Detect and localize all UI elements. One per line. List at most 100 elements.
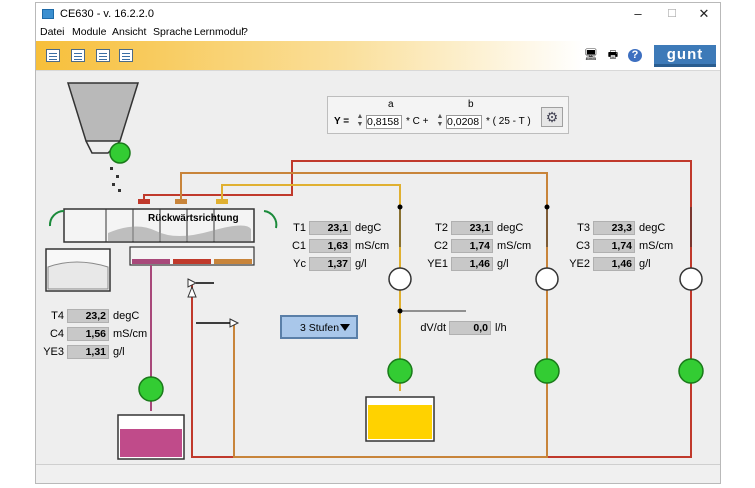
chevron-down-icon bbox=[340, 324, 350, 331]
c4-value: 1,56 bbox=[67, 327, 109, 341]
app-window: CE630 - v. 16.2.2.0 – ☐ ✕ Datei Module A… bbox=[35, 2, 721, 484]
c2-label: C2 bbox=[433, 240, 448, 252]
yc-label: Yc bbox=[293, 258, 306, 270]
yc-unit: g/l bbox=[355, 258, 367, 270]
t1-label: T1 bbox=[293, 222, 306, 234]
ye3-label: YE3 bbox=[43, 346, 64, 358]
pump-2-icon[interactable] bbox=[534, 358, 560, 384]
t2-value: 23,1 bbox=[451, 221, 493, 235]
menu-module[interactable]: Module bbox=[72, 26, 107, 38]
ye2-unit: g/l bbox=[639, 258, 651, 270]
pump-3-icon[interactable] bbox=[678, 358, 704, 384]
heat-exchanger-3-icon bbox=[679, 267, 703, 291]
formula-a-label: a bbox=[388, 99, 394, 110]
t2-label: T2 bbox=[435, 222, 448, 234]
process-diagram: Rückwärtsrichtung Y = a ▲▼ 0,8158 * C + … bbox=[36, 71, 720, 464]
ye2-value: 1,46 bbox=[593, 257, 635, 271]
t3-label: T3 bbox=[577, 222, 590, 234]
c1-value: 1,63 bbox=[309, 239, 351, 253]
yc-value: 1,37 bbox=[309, 257, 351, 271]
pump-1-icon[interactable] bbox=[387, 358, 413, 384]
heat-exchanger-1-icon bbox=[388, 267, 412, 291]
menu-datei[interactable]: Datei bbox=[40, 26, 65, 38]
help-icon[interactable]: ? bbox=[628, 49, 642, 62]
status-bar bbox=[36, 464, 720, 483]
b-coefficient-input[interactable]: 0,0208 bbox=[446, 115, 482, 129]
solids-hopper bbox=[66, 82, 140, 142]
menu-bar: Datei Module Ansicht Sprache Lernmodul ? bbox=[36, 25, 720, 41]
extract-pump-icon[interactable] bbox=[138, 376, 164, 402]
c2-unit: mS/cm bbox=[497, 240, 532, 252]
flow-unit: l/h bbox=[495, 322, 507, 334]
ye2-label: YE2 bbox=[569, 258, 590, 270]
t4-label: T4 bbox=[51, 310, 64, 322]
ye1-value: 1,46 bbox=[451, 257, 493, 271]
overview-icon[interactable] bbox=[46, 49, 60, 62]
a-coefficient-input[interactable]: 0,8158 bbox=[366, 115, 402, 129]
t4-value: 23,2 bbox=[67, 309, 109, 323]
chart-icon[interactable] bbox=[96, 49, 110, 62]
ye1-label: YE1 bbox=[427, 258, 448, 270]
formula-mid: * C + bbox=[406, 116, 429, 127]
toolbar: 🖥 🖶 ? gunt bbox=[36, 41, 720, 71]
print-icon[interactable]: 🖶 bbox=[607, 49, 619, 61]
edit-icon[interactable] bbox=[71, 49, 85, 62]
process-schematic bbox=[45, 82, 704, 460]
b-spinner-icon[interactable]: ▲▼ bbox=[436, 113, 444, 128]
app-icon bbox=[42, 9, 54, 19]
c3-value: 1,74 bbox=[593, 239, 635, 253]
concentration-formula: Y = a ▲▼ 0,8158 * C + b ▲▼ 0,0208 * ( 25… bbox=[327, 96, 569, 134]
t3-value: 23,3 bbox=[593, 221, 635, 235]
stages-selected: 3 Stufen bbox=[300, 322, 340, 334]
c3-unit: mS/cm bbox=[639, 240, 674, 252]
maximize-button[interactable]: ☐ bbox=[667, 8, 677, 20]
minimize-button[interactable]: – bbox=[634, 6, 642, 21]
ye3-value: 1,31 bbox=[67, 345, 109, 359]
t1-value: 23,1 bbox=[309, 221, 351, 235]
flow-value: 0,0 bbox=[449, 321, 491, 335]
formula-prefix: Y = bbox=[334, 116, 350, 127]
c3-label: C3 bbox=[575, 240, 590, 252]
a-spinner-icon[interactable]: ▲▼ bbox=[356, 113, 364, 128]
menu-ansicht[interactable]: Ansicht bbox=[112, 26, 147, 38]
menu-sprache[interactable]: Sprache bbox=[153, 26, 193, 38]
flow-label: dV/dt bbox=[420, 322, 446, 334]
heat-exchanger-2-icon bbox=[535, 267, 559, 291]
menu-lernmodul[interactable]: Lernmodul bbox=[194, 26, 244, 38]
t1-unit: degC bbox=[355, 222, 382, 234]
ye3-unit: g/l bbox=[113, 346, 125, 358]
table-icon[interactable] bbox=[119, 49, 133, 62]
c4-unit: mS/cm bbox=[113, 328, 148, 340]
formula-suffix: * ( 25 - T ) bbox=[486, 116, 531, 127]
orange-solvent-line bbox=[180, 172, 548, 458]
title-bar: CE630 - v. 16.2.2.0 – ☐ ✕ bbox=[36, 3, 720, 25]
monitor-icon[interactable]: 🖥 bbox=[584, 49, 598, 61]
window-title: CE630 - v. 16.2.2.0 bbox=[60, 8, 154, 20]
c4-label: C4 bbox=[49, 328, 64, 340]
t3-unit: degC bbox=[639, 222, 666, 234]
formula-b-label: b bbox=[468, 99, 474, 110]
menu-help[interactable]: ? bbox=[242, 26, 248, 38]
gunt-logo: gunt bbox=[654, 45, 716, 67]
settings-gear-button[interactable]: ⚙ bbox=[541, 107, 563, 127]
hopper-feed-pump-icon[interactable] bbox=[109, 142, 131, 164]
c2-value: 1,74 bbox=[451, 239, 493, 253]
close-button[interactable]: ✕ bbox=[698, 6, 710, 21]
ye1-unit: g/l bbox=[497, 258, 509, 270]
stages-dropdown[interactable]: 3 Stufen bbox=[280, 315, 358, 339]
c1-label: C1 bbox=[291, 240, 306, 252]
t4-unit: degC bbox=[113, 310, 140, 322]
